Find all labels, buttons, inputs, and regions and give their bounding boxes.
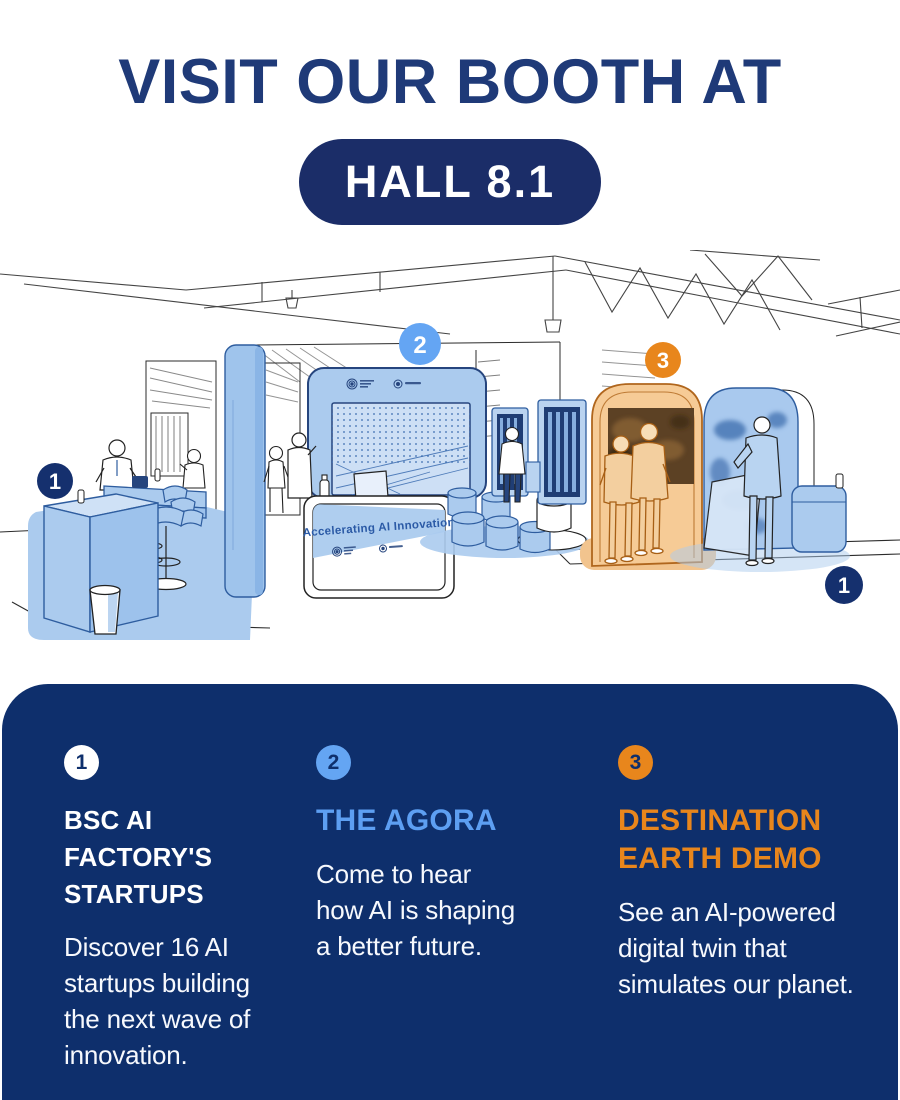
presenter <box>287 432 317 499</box>
feature-1-description: Discover 16 AI startups building the nex… <box>64 932 251 1070</box>
marker-1-badge: 1 <box>37 463 73 499</box>
destination-earth-portal <box>580 383 716 570</box>
digital-twin-kiosk <box>670 387 850 572</box>
booth-illustration: Accelerating AI Innovation <box>0 250 900 680</box>
rack-visitor <box>498 426 526 503</box>
portal-visitor <box>599 435 640 565</box>
bar-visitor <box>179 448 206 489</box>
ai-factory-logo <box>393 379 421 389</box>
feature-1-badge: 1 <box>64 745 99 780</box>
info-panel: 1 BSC AI FACTORY'S STARTUPS Discover 16 … <box>2 684 898 1100</box>
feature-3-badge: 3 <box>618 745 653 780</box>
podium: Accelerating AI Innovation <box>302 495 455 599</box>
svg-text:1: 1 <box>49 469 61 494</box>
feature-3-title: DESTINATION EARTH DEMO <box>618 804 822 875</box>
feature-1-number: 1 <box>75 750 88 774</box>
feature-2-number: 2 <box>327 750 340 774</box>
marker-1-badge-right: 1 <box>825 566 863 604</box>
bottle <box>835 473 844 489</box>
hall-badge: HALL 8.1 <box>299 139 601 225</box>
feature-column-startups: 1 BSC AI FACTORY'S STARTUPS Discover 16 … <box>64 745 250 1073</box>
startup-bar-area <box>28 439 252 640</box>
kiosk-visitor <box>733 416 782 567</box>
bottle <box>77 489 85 504</box>
agora-stage: Accelerating AI Innovation <box>287 367 590 599</box>
svg-text:2: 2 <box>413 332 426 359</box>
marker-3-badge: 3 <box>645 342 681 378</box>
feature-3-description: See an AI-powered digital twin that simu… <box>618 897 854 999</box>
booth-illustration-svg: Accelerating AI Innovation <box>0 250 900 640</box>
feature-2-description: Come to hear how AI is shaping a better … <box>316 859 515 961</box>
bar-visitor <box>95 439 139 491</box>
coffee-machine <box>132 476 148 488</box>
portal-visitor <box>630 422 671 557</box>
feature-column-agora: 2 THE AGORA Come to hear how AI is shapi… <box>316 745 515 964</box>
svg-text:1: 1 <box>838 573 850 598</box>
hall-badge-label: HALL 8.1 <box>344 156 556 207</box>
feature-2-badge: 2 <box>316 745 351 780</box>
ai-factory-logo <box>379 544 403 553</box>
walking-visitor <box>263 445 290 514</box>
side-cabinet <box>791 485 847 553</box>
bsc-logo <box>346 378 374 390</box>
feature-3-number: 3 <box>629 750 642 774</box>
svg-text:3: 3 <box>657 348 669 373</box>
trash-bin <box>89 584 121 635</box>
booth-pillar <box>224 344 266 598</box>
bsc-logo <box>332 546 356 557</box>
agora-stools <box>447 487 572 554</box>
bottle <box>154 468 161 482</box>
feature-column-destination-earth: 3 DESTINATION EARTH DEMO See an AI-power… <box>618 745 854 1002</box>
feature-1-title: BSC AI FACTORY'S STARTUPS <box>64 805 213 909</box>
feature-2-title: THE AGORA <box>316 804 497 837</box>
ceiling-truss <box>0 250 900 337</box>
marker-2-badge: 2 <box>399 323 441 365</box>
page-title: VISIT OUR BOOTH AT <box>118 47 782 117</box>
